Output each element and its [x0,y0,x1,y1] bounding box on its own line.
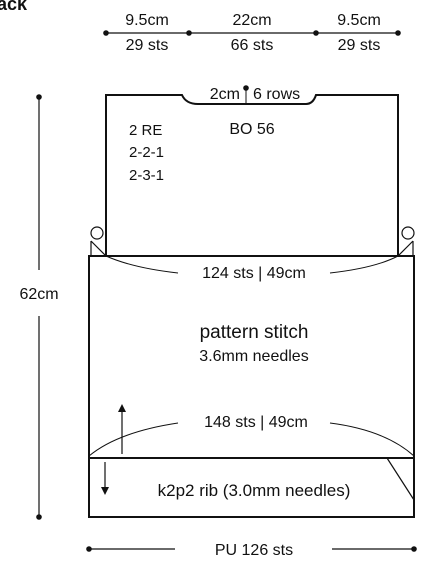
rib-label: k2p2 rib (3.0mm needles) [158,481,351,500]
diagram-title: Back [0,0,28,14]
shoulder-decreases: 2 RE 2-2-1 2-3-1 [129,122,164,184]
rib-up-arrow [118,404,126,454]
decrease-line-2: 2-2-1 [129,144,164,161]
rib-diagonal [386,457,415,501]
chest-label: 124 sts | 49cm [202,265,306,282]
top-dim-left: 9.5cm 29 sts [125,12,169,54]
top-right-sts: 29 sts [338,37,381,54]
decrease-line-1: 2 RE [129,122,162,139]
neck-depth-label: 2cm [210,86,240,103]
dim-dot [313,30,319,36]
height-dimension: 62cm [19,94,59,520]
armhole-marker-left [90,226,107,257]
top-right-cm: 9.5cm [337,12,381,29]
needles-label: 3.6mm needles [199,348,308,365]
dim-dot [186,30,192,36]
decrease-line-3: 2-3-1 [129,167,164,184]
upper-body-outline [105,94,399,256]
height-label: 62cm [19,286,58,303]
neck-rows-label: 6 rows [253,86,300,103]
pickup-dimension: PU 126 sts [86,542,417,559]
hem-label: 148 sts | 49cm [204,414,308,431]
pickup-label: PU 126 sts [215,542,293,559]
top-dim-center: 22cm 66 sts [231,12,274,54]
rib-down-arrow [101,462,109,495]
dim-dot [103,30,109,36]
top-center-sts: 66 sts [231,37,274,54]
armhole-marker-right [397,226,415,257]
top-left-sts: 29 sts [126,37,169,54]
dim-dot [395,30,401,36]
lower-body-outline [88,255,415,518]
chest-width-annotation: 124 sts | 49cm [105,255,399,282]
top-left-cm: 9.5cm [125,12,169,29]
hem-width-annotation: 148 sts | 49cm [88,414,415,457]
pattern-stitch-label: pattern stitch [200,322,309,343]
top-center-cm: 22cm [232,12,271,29]
top-dimension-line [103,30,401,36]
bind-off-label: BO 56 [229,121,274,138]
neck-depth-annotation: 2cm 6 rows [210,85,300,104]
top-dim-right: 9.5cm 29 sts [337,12,381,54]
